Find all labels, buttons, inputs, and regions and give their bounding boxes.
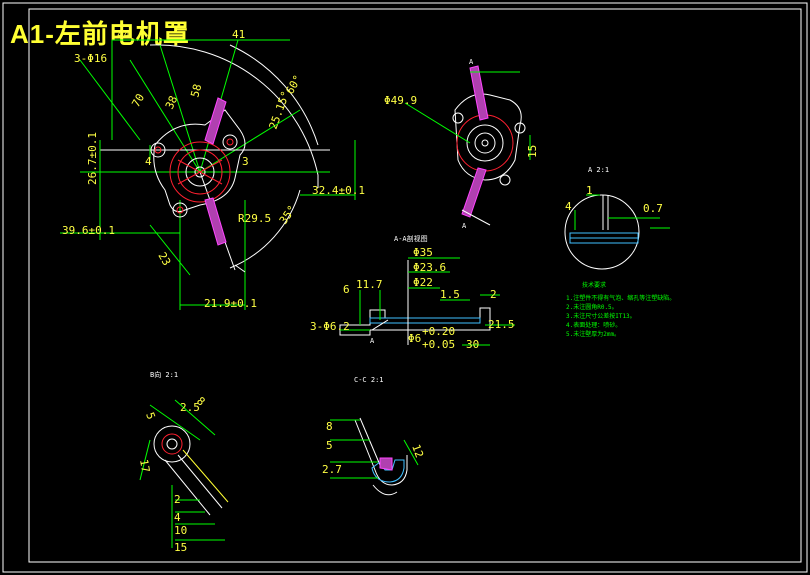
dim-4-detail: 4 xyxy=(565,200,572,213)
dim-2-5: 2.5 xyxy=(180,401,200,414)
section-a-mark: A xyxy=(370,337,375,345)
dim-26-7: 26.7±0.1 xyxy=(86,132,99,185)
dim-32-4: 32.4±0.1 xyxy=(312,184,365,197)
drawing-title: A1-左前电机罩 xyxy=(10,19,190,49)
dim-4-bl: 4 xyxy=(174,511,181,524)
dim-tol-upper: +0.20 xyxy=(422,325,455,338)
dim-0-7: 0.7 xyxy=(643,202,663,215)
detail-b-view xyxy=(564,194,670,270)
dim-15-bl: 15 xyxy=(174,541,187,554)
tech-note-3: 3.未注尺寸公差按IT13。 xyxy=(566,312,636,320)
tech-notes: 技术要求 1.注塑件不得有气泡、缩孔等注塑缺陷。 2.未注圆角R0.5。 3.未… xyxy=(566,281,675,338)
dim-70: 70 xyxy=(129,92,147,110)
dim-angle-60: 60° xyxy=(283,73,304,97)
tech-note-1: 1.注塑件不得有气泡、缩孔等注塑缺陷。 xyxy=(566,294,675,302)
dim-angle-35: 35° xyxy=(277,203,299,227)
dim-5-bm: 5 xyxy=(326,439,333,452)
dim-2-7: 2.7 xyxy=(322,463,342,476)
dim-8-bm: 8 xyxy=(326,420,333,433)
dim-1: 1 xyxy=(586,184,593,197)
dim-15-right: 15 xyxy=(526,145,539,158)
dim-21-9: 21.9±0.1 xyxy=(204,297,257,310)
label-a-bottom: A xyxy=(462,222,467,230)
section-aa-label: A-A剖视图 xyxy=(394,234,428,243)
section-aa-view xyxy=(339,257,515,346)
dim-39-6: 39.6±0.1 xyxy=(62,224,115,237)
inner-frame xyxy=(28,8,802,563)
dim-1-5: 1.5 xyxy=(440,288,460,301)
dim-10-bl: 10 xyxy=(174,524,187,537)
dim-tol-lower: +0.05 xyxy=(422,338,455,351)
dim-3-phi6-2: 3-Φ6.2 xyxy=(310,320,350,333)
tech-note-5: 5.未注壁厚为2mm。 xyxy=(566,330,620,338)
tech-note-4: 4.表面处理：喷砂。 xyxy=(566,321,621,329)
dim-17: 17 xyxy=(137,458,152,473)
dim-r29-5: R29.5 xyxy=(238,212,271,225)
detail-bottom-left-label: B向 2:1 xyxy=(150,370,178,379)
tech-note-2: 2.未注圆角R0.5。 xyxy=(566,303,618,311)
detail-bottom-mid-label: C-C 2:1 xyxy=(354,376,384,384)
dim-2: 2 xyxy=(490,288,497,301)
top-right-view xyxy=(404,65,531,226)
dim-phi22: Φ22 xyxy=(413,276,433,289)
dim-12-bm: 12 xyxy=(409,443,426,460)
dim-6: 6 xyxy=(343,283,350,296)
dim-4: 4 xyxy=(145,155,152,168)
dim-phi35: Φ35 xyxy=(413,246,433,259)
dim-3-phi16: 3-Φ16 xyxy=(74,52,107,65)
dim-21-5: 21.5 xyxy=(488,318,515,331)
detail-b-label: A 2:1 xyxy=(588,166,609,174)
dim-44: 44 xyxy=(117,28,131,41)
dim-5-bl: 5 xyxy=(143,411,157,422)
tech-notes-heading: 技术要求 xyxy=(582,281,606,289)
label-a-top: A xyxy=(469,58,474,66)
dim-11-7: 11.7 xyxy=(356,278,383,291)
dim-3: 3 xyxy=(242,155,249,168)
main-view xyxy=(60,39,356,310)
dim-phi23-6: Φ23.6 xyxy=(413,261,446,274)
dim-phi49-9: Φ49.9 xyxy=(384,94,417,107)
dim-58: 58 xyxy=(188,83,204,99)
dim-30: 30 xyxy=(466,338,479,351)
dim-41: 41 xyxy=(232,28,245,41)
dim-2-bl: 2 xyxy=(174,493,181,506)
dim-38: 38 xyxy=(163,94,180,112)
dim-23: 23 xyxy=(155,250,173,268)
dim-phi6: Φ6 xyxy=(408,332,421,345)
detail-bottom-left xyxy=(139,399,229,548)
detail-bottom-mid xyxy=(330,417,419,496)
